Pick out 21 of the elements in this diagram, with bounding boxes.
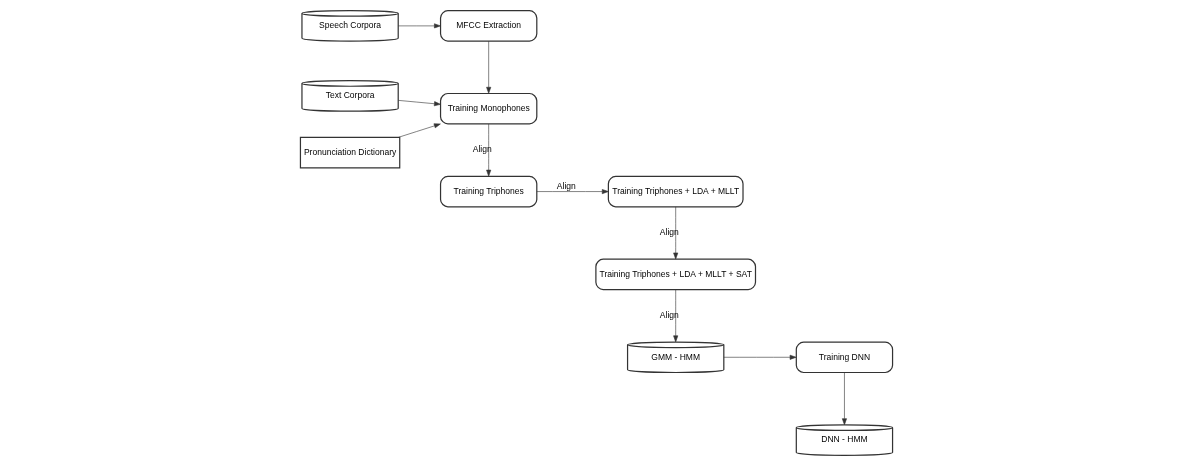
node-box: Pronunciation Dictionary xyxy=(299,136,400,169)
arrow xyxy=(536,189,609,194)
arrow xyxy=(485,40,491,94)
node-box: Training Triphones + LDA + MLLT xyxy=(607,175,744,208)
node-box: Training DNN xyxy=(795,341,893,374)
edge-label: Align xyxy=(659,310,679,321)
edge-label: Align xyxy=(659,227,679,238)
arrow xyxy=(841,372,847,426)
arrow xyxy=(723,354,796,360)
node-box: Training Monophones xyxy=(439,92,537,125)
arrow xyxy=(397,23,441,29)
edge-label: Align xyxy=(556,181,576,192)
arrow xyxy=(672,289,678,343)
node-box: Training Triphones + LDA + MLLT + SAT xyxy=(594,258,756,291)
node-box: Training Triphones xyxy=(439,175,537,208)
arrow xyxy=(397,123,441,138)
arrow xyxy=(672,206,678,260)
arrow xyxy=(397,100,441,107)
edge-label: Align xyxy=(472,144,492,155)
arrow xyxy=(485,123,491,177)
node-box: MFCC Extraction xyxy=(439,10,537,42)
